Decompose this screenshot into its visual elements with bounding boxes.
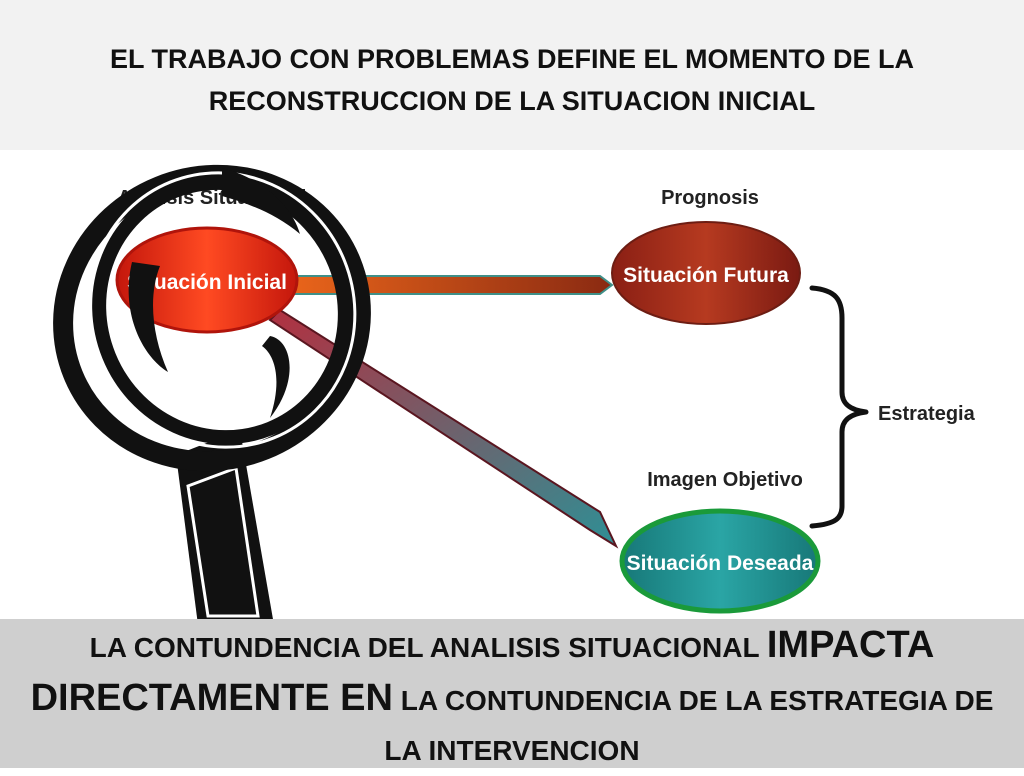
node-situacion-inicial xyxy=(115,226,299,334)
conclusion-part-1: LA CONTUNDENCIA DEL ANALISIS SITUACIONAL xyxy=(89,632,760,663)
slide-title: EL TRABAJO CON PROBLEMAS DEFINE EL MOMEN… xyxy=(109,44,915,116)
arrow-to-desired xyxy=(268,308,619,549)
conclusion-part-2: LA CONTUNDENCIA DE LA ESTRATEGIA DE LA I… xyxy=(384,685,994,766)
conclusion-band xyxy=(0,619,1024,768)
node-situacion-inicial-label: Situación Inicial xyxy=(127,271,287,294)
conclusion-text: LA CONTUNDENCIA DEL ANALISIS SITUACIONAL… xyxy=(10,620,1014,776)
node-situacion-deseada xyxy=(619,508,821,614)
curly-brace-icon xyxy=(809,285,869,529)
image-objective-label: Imagen Objetivo xyxy=(647,469,803,491)
strategy-label: Estrategia xyxy=(878,403,976,425)
node-situacion-futura-label: Situación Futura xyxy=(623,264,789,287)
magnifying-glass-icon xyxy=(53,164,371,620)
node-situacion-deseada-label: Situación Deseada xyxy=(627,552,814,575)
strategy-diagram: Análisis Situacional Prognosis Imagen Ob… xyxy=(53,164,976,620)
title-band xyxy=(0,0,1024,150)
arrow-to-future xyxy=(261,275,614,295)
conclusion-emphasis: IMPACTA DIRECTAMENTE EN xyxy=(30,624,935,719)
node-situacion-futura xyxy=(611,221,801,325)
prognosis-label: Prognosis xyxy=(661,187,759,209)
